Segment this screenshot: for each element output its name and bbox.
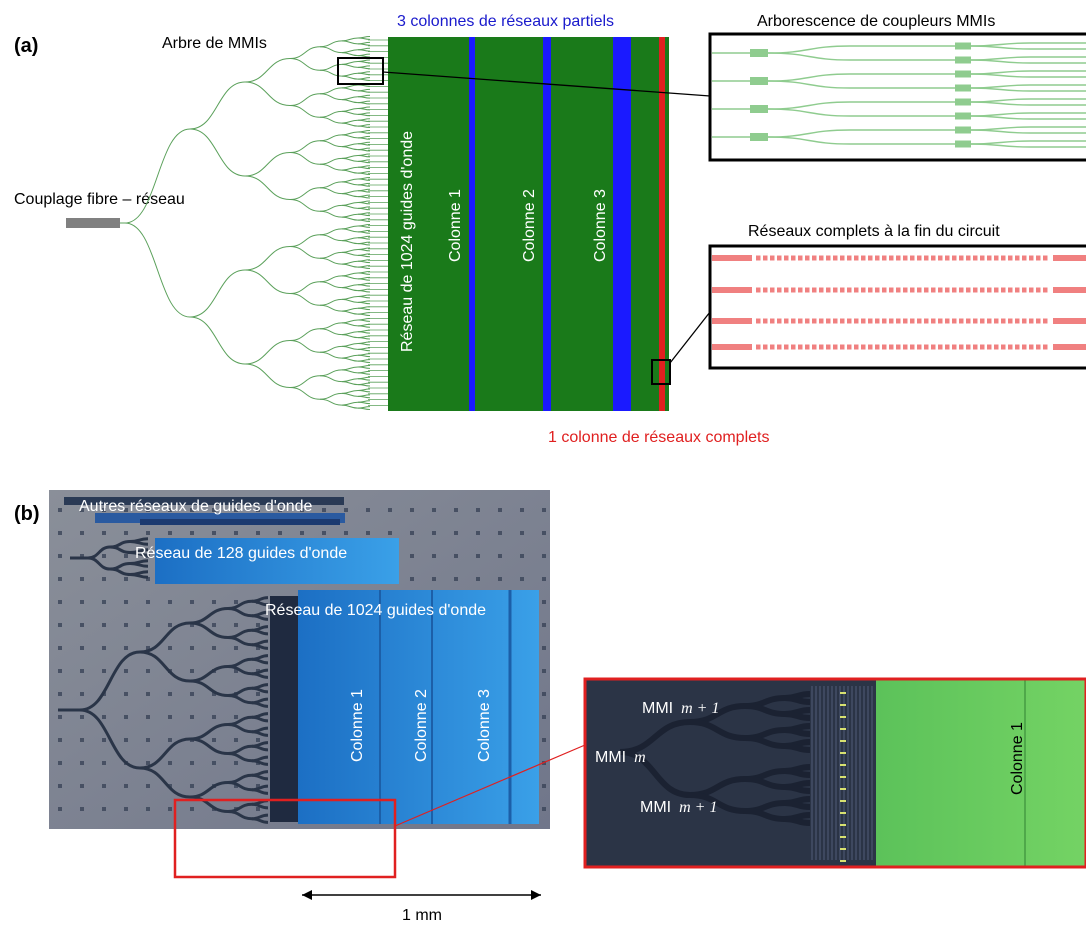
mmi-zoom-connector bbox=[382, 71, 711, 97]
mmi-tree bbox=[120, 35, 371, 411]
waveguide-fan bbox=[368, 39, 388, 406]
panel-a-label: (a) bbox=[14, 35, 38, 57]
scale-bar-label: 1 mm bbox=[402, 907, 442, 924]
array-128-region bbox=[155, 538, 399, 584]
zoom-selection-box bbox=[173, 798, 397, 879]
gratings-zoom-title: Réseaux complets à la fin du circuit bbox=[748, 223, 1000, 240]
column-label-3: Colonne 3 bbox=[592, 189, 609, 262]
array-1024-label-b: Réseau de 1024 guides d'onde bbox=[265, 602, 486, 619]
panel-b-label: (b) bbox=[14, 503, 40, 525]
other-arrays bbox=[64, 497, 345, 525]
column-label-2: Colonne 2 bbox=[521, 189, 538, 262]
partial-grating-column-1 bbox=[469, 37, 475, 411]
panel-b: (b) Autres réseaux de guides d'onde Rése… bbox=[14, 490, 1086, 924]
zoom-column-label: Colonne 1 bbox=[1009, 722, 1026, 795]
fiber-coupler-label: Couplage fibre – réseau bbox=[14, 191, 185, 208]
panel-a: (a) Couplage fibre – réseau Arbre de MMI… bbox=[14, 13, 1086, 446]
column-label-b-3: Colonne 3 bbox=[476, 689, 493, 762]
column-label-1: Colonne 1 bbox=[447, 189, 464, 262]
zoom-connector-b bbox=[394, 744, 586, 827]
full-grating-column bbox=[659, 37, 665, 411]
mmi-tree-title: Arbre de MMIs bbox=[162, 35, 267, 52]
mmi-zoom-box bbox=[708, 32, 1086, 162]
array-128-label: Réseau de 128 guides d'onde bbox=[135, 545, 347, 562]
fiber-grating-coupler bbox=[66, 218, 120, 228]
mmi-tree-128 bbox=[70, 537, 149, 579]
grating-zoom-marker bbox=[651, 359, 671, 385]
full-column-label: 1 colonne de réseaux complets bbox=[548, 429, 769, 446]
mmi-zoom-title: Arborescence de coupleurs MMIs bbox=[757, 13, 995, 30]
other-arrays-label: Autres réseaux de guides d'onde bbox=[79, 498, 313, 515]
zoom-micrograph bbox=[583, 677, 1086, 869]
grating-zoom-connector bbox=[669, 311, 711, 364]
array-1024-region bbox=[298, 590, 539, 824]
column-label-b-1: Colonne 1 bbox=[349, 689, 366, 762]
waveguide-fan-dense bbox=[270, 596, 298, 822]
scale-bar bbox=[302, 890, 541, 900]
partial-grating-column-3 bbox=[613, 37, 631, 411]
mmi-tree-1024 bbox=[58, 596, 269, 824]
partial-grating-column-2 bbox=[543, 37, 551, 411]
array-1024-label: Réseau de 1024 guides d'onde bbox=[399, 131, 416, 352]
column-label-b-2: Colonne 2 bbox=[413, 689, 430, 762]
mmi-zoom-marker bbox=[337, 57, 384, 85]
partial-columns-title: 3 colonnes de réseaux partiels bbox=[397, 13, 614, 30]
gratings-zoom-box bbox=[708, 244, 1086, 370]
